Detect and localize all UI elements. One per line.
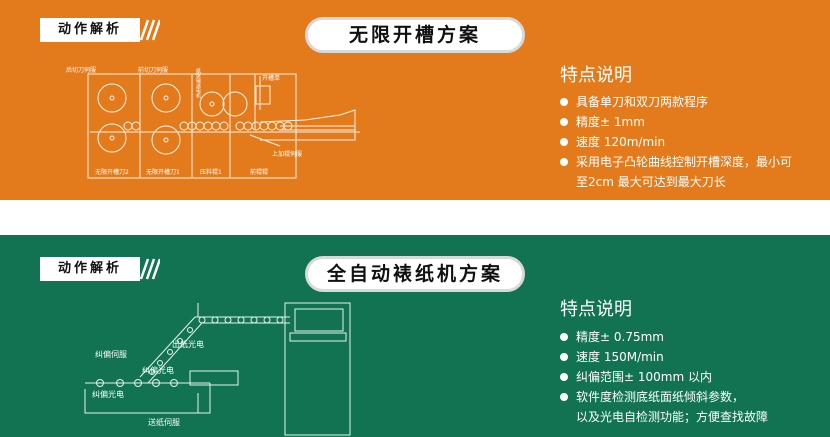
svg-text:压料辊1: 压料辊1: [200, 168, 222, 176]
bottom-laminating-diagram: 出纸光电 纠偏伺服 纠偏光电 纠偏光电 送纸伺服: [84, 302, 351, 436]
feature-item: 精度± 1mm: [558, 112, 792, 132]
feature-item: 速度 120m/min: [558, 132, 792, 152]
svg-text:纠偏光电: 纠偏光电: [92, 389, 124, 399]
svg-text:前辊辊: 前辊辊: [250, 168, 268, 176]
svg-text:开槽单: 开槽单: [262, 74, 280, 82]
feature-item: 纠偏范围± 100mm 以内: [558, 367, 768, 387]
feature-item: 采用电子凸轮曲线控制开槽深度，最小可至2cm 最大可达到最大刀长: [558, 152, 792, 192]
top-action-tag: 动作解析: [40, 18, 160, 42]
bottom-section: 动作解析 全自动裱纸机方案 特点说明 精度± 0.75mm 速度 150M/mi…: [0, 235, 830, 437]
slash-stripes-icon: [139, 258, 160, 280]
slash-stripes-icon: [139, 19, 160, 41]
svg-text:送纸伺服: 送纸伺服: [148, 417, 180, 427]
bottom-features-title: 特点说明: [560, 299, 632, 320]
top-action-tag-label: 动作解析: [40, 18, 140, 42]
svg-text:无限开槽刀1: 无限开槽刀1: [146, 168, 180, 176]
svg-text:无限开槽刀2: 无限开槽刀2: [95, 168, 129, 176]
top-features-title: 特点说明: [560, 65, 632, 86]
bottom-action-tag-label: 动作解析: [40, 257, 140, 281]
top-section: 动作解析 无限开槽方案 特点说明 具备单刀和双刀两款程序 精度± 1mm 速度 …: [0, 0, 830, 200]
svg-text:后切刀伺服: 后切刀伺服: [66, 66, 96, 74]
feature-item: 软件度检测底纸面纸倾斜参数，以及光电自检测功能；方便查找故障: [558, 387, 768, 427]
bottom-action-tag: 动作解析: [40, 257, 160, 281]
svg-text:纠偏伺服: 纠偏伺服: [95, 349, 127, 359]
svg-text:纠偏光电: 纠偏光电: [142, 365, 174, 375]
feature-item: 精度± 0.75mm: [558, 327, 768, 347]
feature-item: 具备单刀和双刀两款程序: [558, 92, 792, 112]
feature-item: 速度 150M/min: [558, 347, 768, 367]
top-scheme-title: 无限开槽方案: [305, 17, 525, 53]
top-slotting-diagram: 后切刀伺服 前切刀伺服 开槽单 无限开槽刀2 无限开槽刀1 压料辊1 前辊辊 上…: [66, 66, 360, 179]
svg-text:前切刀伺服: 前切刀伺服: [138, 66, 168, 74]
bottom-features-list: 精度± 0.75mm 速度 150M/min 纠偏范围± 100mm 以内 软件…: [558, 327, 768, 427]
svg-text:纸张输送电机: 纸张输送电机: [195, 67, 201, 99]
bottom-scheme-title: 全自动裱纸机方案: [305, 256, 525, 292]
top-features-list: 具备单刀和双刀两款程序 精度± 1mm 速度 120m/min 采用电子凸轮曲线…: [558, 92, 792, 192]
svg-text:上加辊伺服: 上加辊伺服: [272, 150, 302, 158]
svg-text:出纸光电: 出纸光电: [172, 339, 204, 349]
